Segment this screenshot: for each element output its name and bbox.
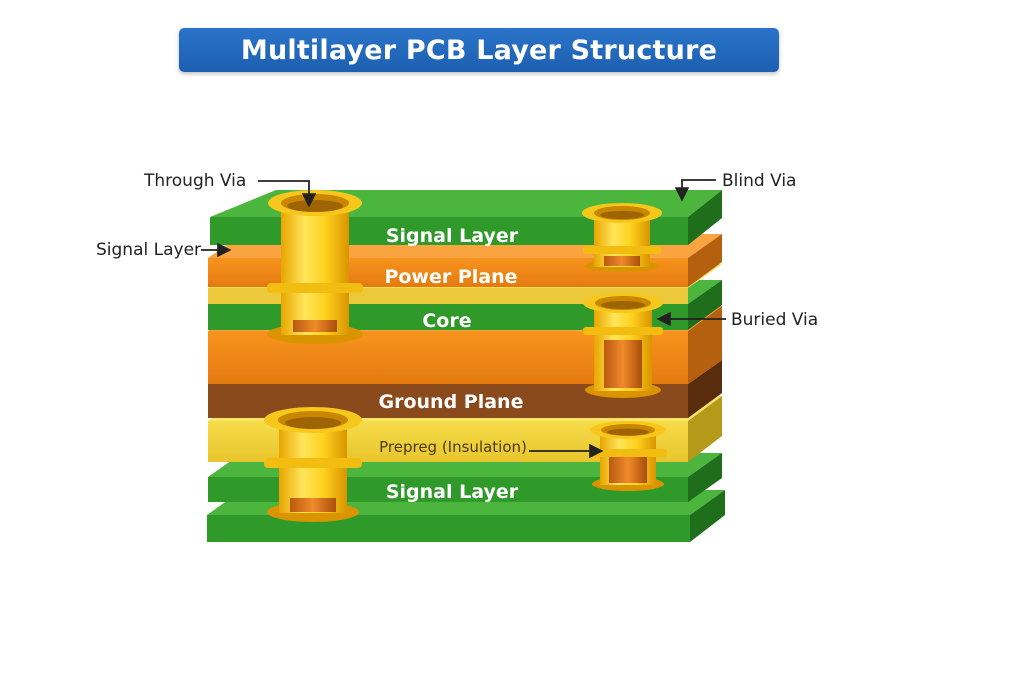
through-via-bottom: [264, 407, 362, 522]
label-prepreg: Prepreg (Insulation): [379, 438, 527, 456]
callout-signal-layer: Signal Layer: [96, 240, 201, 260]
label-core: Core: [422, 310, 471, 332]
label-signal-bottom: Signal Layer: [386, 481, 519, 503]
arrow-through-via: [258, 180, 317, 208]
callout-blind-via: Blind Via: [722, 171, 796, 191]
page-title: Multilayer PCB Layer Structure: [240, 34, 718, 66]
prepreg-via: [589, 421, 667, 491]
callout-buried-via: Buried Via: [731, 310, 818, 330]
buried-via: [583, 293, 663, 398]
blind-via: [582, 203, 662, 272]
through-via-top: [267, 190, 363, 344]
label-signal-top: Signal Layer: [386, 225, 519, 247]
callout-through-via: Through Via: [143, 171, 246, 191]
title-banner: Multilayer PCB Layer Structure: [179, 28, 779, 72]
label-ground-plane: Ground Plane: [379, 391, 524, 413]
label-power-plane: Power Plane: [384, 266, 517, 288]
arrow-blind-via: [674, 179, 716, 202]
